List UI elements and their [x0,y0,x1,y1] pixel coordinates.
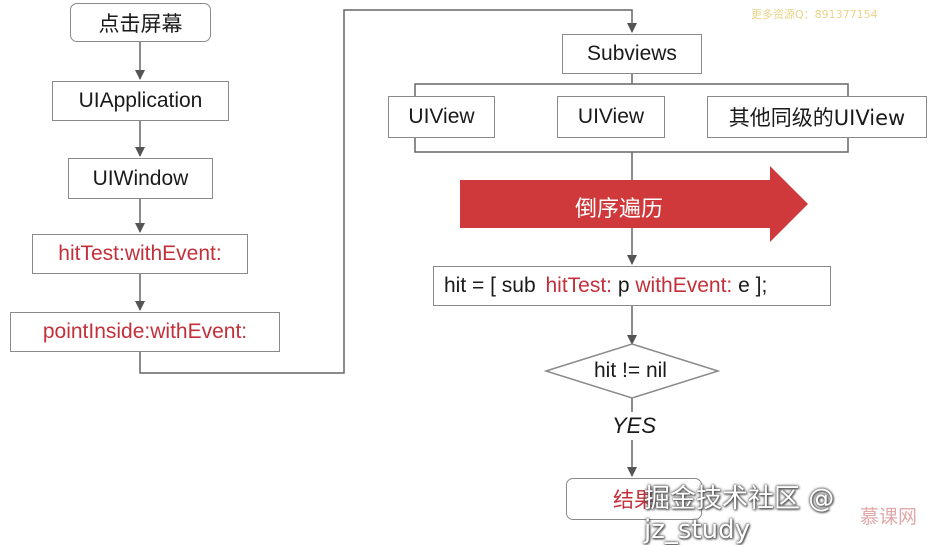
condition-diamond [543,343,721,399]
ui-application-box: UIApplication [52,81,229,121]
connector-to-subviews [139,9,637,374]
hit-code-method-hittest: hitTest: [545,274,613,297]
point-inside-label: pointInside:withEvent: [42,320,248,343]
bracket-bottom [414,138,849,153]
result-box: 结果 [566,478,702,520]
ui-application-label: UIApplication [78,89,203,112]
tap-screen-box: 点击屏幕 [70,3,211,42]
hit-code-suffix: e ]; [732,274,768,297]
hit-test-label: hitTest:withEvent: [58,242,222,265]
ui-window-box: UIWindow [68,158,213,199]
reverse-traverse-label: 倒序遍历 [575,197,664,222]
site-logo: 慕课网 [860,506,918,528]
subviews-box: Subviews [562,34,702,74]
yes-label: YES [612,413,657,438]
point-inside-box: pointInside:withEvent: [10,312,280,352]
sibling-uiview-box: 其他同级的UIView [707,96,927,138]
uiview-box-1: UIView [388,96,495,138]
condition-label: hit != nil [594,359,667,382]
tap-screen-label: 点击屏幕 [98,11,183,36]
hit-code-method-withevent: withEvent: [635,274,733,297]
sibling-uiview-label: 其他同级的UIView [728,106,906,130]
hit-code-box: hit = [ sub hitTest: p withEvent: e ]; [433,266,831,306]
hit-code-middle: p [612,274,636,297]
uiview-label-2: UIView [577,105,645,128]
ui-window-label: UIWindow [92,166,189,190]
connector-lines [135,9,849,477]
subviews-label: Subviews [587,42,677,65]
uiview-box-2: UIView [557,96,665,138]
top-watermark: 更多资源Q：891377154 [751,8,878,21]
bracket-top [414,83,849,96]
reverse-traverse-arrow [460,166,808,242]
uiview-label-1: UIView [408,105,475,128]
hit-code-prefix: hit = [ sub [444,274,542,297]
result-label: 结果 [613,488,655,512]
hit-test-box: hitTest:withEvent: [32,234,248,274]
flowchart: 点击屏幕 UIApplication UIWindow hitTest:with… [10,3,927,545]
